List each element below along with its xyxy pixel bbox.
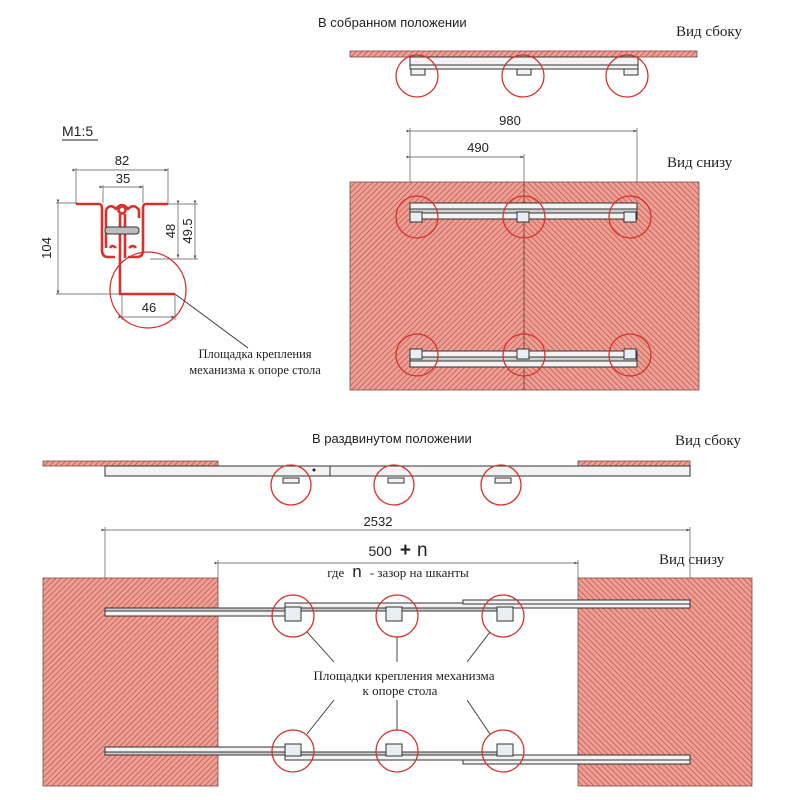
rails-bottom <box>104 743 691 765</box>
scale-label: M1:5 <box>62 123 93 139</box>
extended-side-view: В раздвинутом положении Вид сбоку <box>42 431 741 506</box>
highlight-circle <box>395 195 439 239</box>
rails-top <box>104 599 691 622</box>
mount-pad <box>385 606 403 622</box>
highlight-circle <box>481 729 525 773</box>
extended-side-label: Вид сбоку <box>675 433 741 449</box>
mount-pad <box>409 211 423 223</box>
dim-gap-plus: + <box>400 540 411 561</box>
highlight-circle <box>481 594 525 638</box>
assembled-bottom-view: Вид снизу 980 490 <box>349 113 733 391</box>
section-callout-line1: Площадка крепления <box>198 347 311 361</box>
dim-49-5: 49.5 <box>180 218 195 243</box>
mount-pad <box>387 477 405 484</box>
extended-callout-line2: к опоре стола <box>363 683 438 698</box>
highlight-circle <box>502 333 546 377</box>
highlight-circle <box>608 333 652 377</box>
rail-top <box>409 202 638 223</box>
extended-title: В раздвинутом положении <box>312 431 472 446</box>
tabletop-left-side <box>42 460 219 467</box>
extended-bottom-label: Вид снизу <box>659 552 725 568</box>
highlight-circle <box>373 464 415 506</box>
assembled-title: В собранном положении <box>318 15 467 30</box>
dim-104: 104 <box>39 237 54 259</box>
callout-leader <box>466 699 491 735</box>
dim-gap-var: n <box>417 540 428 561</box>
mount-pad <box>494 477 512 484</box>
dim-2532: 2532 <box>364 514 393 529</box>
dim-490: 490 <box>467 140 489 155</box>
extended-callout-line1: Площадки крепления механизма <box>314 668 495 683</box>
rail-side-lower <box>409 64 639 70</box>
dim-82: 82 <box>115 153 129 168</box>
mount-pad <box>623 68 639 76</box>
highlight-circle <box>502 195 546 239</box>
mount-pad <box>385 743 403 757</box>
mount-pad <box>284 606 302 622</box>
dim-gap-base: 500 <box>368 543 392 559</box>
tabletop-right-side <box>577 460 691 467</box>
mount-pad <box>623 348 637 360</box>
roller <box>104 226 140 235</box>
mount-pad <box>516 211 530 223</box>
highlight-circle <box>608 195 652 239</box>
tabletop-side <box>349 50 698 58</box>
gap-note: где n - зазор на шканты <box>327 562 469 581</box>
table-half-right <box>577 577 753 787</box>
cross-section: M1:5 82 35 104 48 49.5 46 <box>39 123 321 377</box>
mount-pad <box>516 68 532 76</box>
section-callout-line2: механизма к опоре стола <box>189 363 321 377</box>
highlight-circle <box>271 594 315 638</box>
mount-pad <box>496 606 514 622</box>
callout-leader <box>466 631 491 663</box>
mount-pad <box>516 348 530 360</box>
extended-bottom-view: Вид снизу 2532 500 + n где n - зазор на … <box>42 514 753 787</box>
mount-pad <box>623 211 637 223</box>
rail-profile <box>76 202 175 296</box>
mount-pad <box>284 743 302 757</box>
highlight-circle <box>271 729 315 773</box>
callout-leader <box>306 631 335 663</box>
note-suffix: - зазор на шканты <box>370 565 469 580</box>
rail-bottom <box>409 348 638 368</box>
assembled-side-label: Вид сбоку <box>676 24 742 40</box>
callout-leader <box>306 699 335 735</box>
rail-outer-left <box>104 465 334 477</box>
highlight-circle <box>395 333 439 377</box>
dim-980: 980 <box>499 113 521 128</box>
callout-leader <box>174 293 249 349</box>
highlight-circle <box>395 54 439 98</box>
mount-pad <box>409 348 423 360</box>
rivet <box>312 468 316 472</box>
highlight-circle <box>605 54 649 98</box>
note-prefix: где <box>327 565 344 580</box>
assembled-bottom-label: Вид снизу <box>667 155 733 171</box>
mount-pad <box>496 743 514 757</box>
mount-pad <box>410 68 426 76</box>
note-var: n <box>352 562 361 581</box>
highlight-circle <box>109 251 187 329</box>
mount-pad <box>282 477 300 484</box>
dim-35: 35 <box>116 171 130 186</box>
assembled-side-view: В собранном положении Вид сбоку <box>318 15 742 98</box>
dim-500-n: 500 + n <box>368 540 427 561</box>
highlight-circle <box>501 54 545 98</box>
dim-48: 48 <box>163 224 178 238</box>
dim-46: 46 <box>142 300 156 315</box>
highlight-circle <box>270 464 312 506</box>
highlight-circle <box>480 464 522 506</box>
